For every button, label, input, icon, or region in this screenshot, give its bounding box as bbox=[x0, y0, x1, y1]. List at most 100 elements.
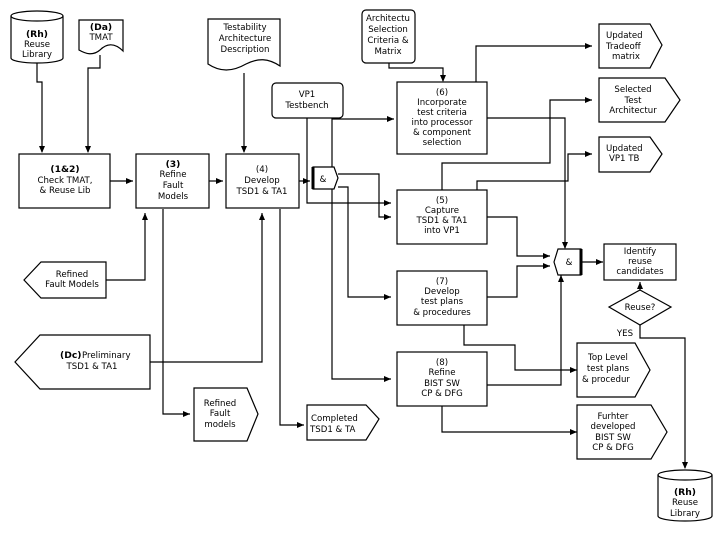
process-line: reuse bbox=[628, 257, 652, 267]
tad-line: Architecture bbox=[219, 34, 272, 44]
offpage-connector-right bbox=[598, 77, 681, 123]
arrowhead bbox=[558, 275, 564, 282]
arrowhead bbox=[126, 178, 133, 184]
process-line: TSD1 & TA1 bbox=[416, 216, 468, 226]
arrowhead bbox=[303, 178, 310, 184]
arrowhead bbox=[596, 259, 603, 265]
output-updated-tradeoff: Updated Tradeoff matrix bbox=[598, 23, 663, 69]
arrowhead bbox=[440, 75, 446, 82]
arrowhead bbox=[384, 294, 391, 300]
output-line: Fault bbox=[210, 409, 231, 419]
output-line: Updated bbox=[606, 31, 643, 41]
criteria-line: Architectu bbox=[366, 14, 410, 24]
arrowhead bbox=[543, 253, 550, 259]
tad-line: Description bbox=[221, 45, 270, 55]
yes-label: YES bbox=[616, 329, 633, 339]
process-line: Refine bbox=[159, 170, 186, 180]
process-line: & component bbox=[413, 128, 472, 138]
process-box bbox=[396, 270, 488, 326]
arrowhead bbox=[637, 282, 643, 289]
process-line: test criteria bbox=[417, 108, 467, 118]
process-1-2: (1&2) Check TMAT, & Reuse Lib bbox=[18, 153, 111, 209]
output-line: models bbox=[204, 420, 236, 430]
prelim-tag: (Dc) bbox=[60, 350, 81, 361]
reuse-lib-line: Reuse bbox=[672, 498, 698, 508]
wire-p5-to-and2 bbox=[487, 216, 550, 257]
process-box bbox=[18, 153, 111, 209]
wire-vp1-to-p6 bbox=[332, 118, 394, 120]
criteria-line: Selection bbox=[368, 25, 408, 35]
decision-label: Reuse? bbox=[625, 303, 656, 313]
process-box bbox=[603, 243, 677, 281]
wire-prelim-to-p4 bbox=[150, 213, 263, 363]
arrowhead bbox=[585, 97, 592, 103]
tmat-document: (Da) TMAT bbox=[78, 19, 124, 55]
preliminary-tsd-input: (Dc) Preliminary TSD1 & TA1 bbox=[14, 334, 151, 390]
output-line: CP & DFG bbox=[592, 443, 634, 453]
output-line: developed bbox=[591, 422, 636, 432]
process-line: Capture bbox=[425, 206, 459, 216]
arrowhead bbox=[183, 411, 190, 417]
testability-architecture-doc: Testability Architecture Description bbox=[207, 18, 281, 71]
wire-and1-to-p7 bbox=[338, 186, 391, 298]
output-line: test plans bbox=[587, 364, 630, 374]
wire-p6-to-and2 bbox=[487, 117, 566, 248]
process-box bbox=[396, 189, 488, 245]
process-line: CP & DFG bbox=[421, 389, 463, 399]
offpage-connector-right bbox=[576, 404, 668, 460]
and-gate-shape bbox=[553, 248, 582, 276]
process-line: (5) bbox=[436, 196, 448, 206]
output-line: Furhter bbox=[598, 412, 629, 422]
process-box bbox=[396, 351, 488, 407]
arrowhead bbox=[297, 422, 304, 428]
process-line: (8) bbox=[436, 358, 448, 368]
tmat-label: TMAT bbox=[88, 33, 113, 43]
process-line: Develop bbox=[424, 287, 459, 297]
output-top-level-test-plans: Top Level test plans & procedur bbox=[576, 342, 651, 398]
process-4: (4) Develop TSD1 & TA1 bbox=[225, 153, 300, 209]
process-line: candidates bbox=[616, 267, 664, 277]
wire-p4-to-completed bbox=[279, 209, 304, 426]
process-box bbox=[396, 81, 488, 155]
output-line: Test bbox=[624, 96, 643, 106]
output-line: matrix bbox=[612, 52, 640, 62]
output-updated-vp1-tb: Updated VP1 TB bbox=[598, 136, 663, 173]
arrowhead bbox=[142, 213, 148, 220]
output-line: & procedur bbox=[582, 375, 630, 385]
prelim-line: Preliminary bbox=[82, 351, 131, 361]
tad-line: Testability bbox=[222, 23, 266, 33]
process-line: into processor bbox=[411, 118, 472, 128]
rfm-in-line: Refined bbox=[56, 270, 88, 280]
wire-arch-to-p6 bbox=[388, 63, 444, 81]
wire-reuse-to-p12 bbox=[36, 63, 43, 152]
gate-label: & bbox=[320, 175, 327, 185]
output-line: Refined bbox=[204, 399, 236, 409]
arrowhead bbox=[543, 263, 550, 269]
tmat-tag: (Da) bbox=[90, 22, 112, 33]
output-line: Architectur bbox=[609, 106, 657, 116]
process-8: (8) Refine BIST SW CP & DFG bbox=[396, 351, 488, 407]
cylinder-icon bbox=[10, 16, 64, 64]
output-line: Updated bbox=[606, 144, 643, 154]
process-5: (5) Capture TSD1 & TA1 into VP1 bbox=[396, 189, 488, 245]
output-line: VP1 TB bbox=[609, 154, 640, 164]
wire-rfm-to-p3 bbox=[106, 213, 146, 281]
offpage-connector-right bbox=[193, 387, 259, 442]
process-line: & Reuse Lib bbox=[40, 186, 91, 196]
arrowhead bbox=[570, 367, 577, 373]
arrowhead bbox=[384, 200, 391, 206]
wire-p5-to-vp1tb bbox=[476, 153, 592, 190]
arrowhead bbox=[570, 429, 577, 435]
cylinder-icon bbox=[657, 475, 713, 522]
document-icon bbox=[78, 19, 124, 55]
process-line: (4) bbox=[256, 165, 268, 175]
and-gate-2: & bbox=[553, 248, 583, 276]
output-line: Completed bbox=[311, 414, 358, 424]
offpage-connector-right bbox=[598, 23, 663, 69]
arrowhead bbox=[585, 43, 592, 49]
process-line: BIST SW bbox=[424, 379, 460, 389]
arrowhead bbox=[216, 178, 223, 184]
reuse-lib-tag: (Rh) bbox=[26, 29, 48, 40]
process-line: (7) bbox=[436, 277, 448, 287]
